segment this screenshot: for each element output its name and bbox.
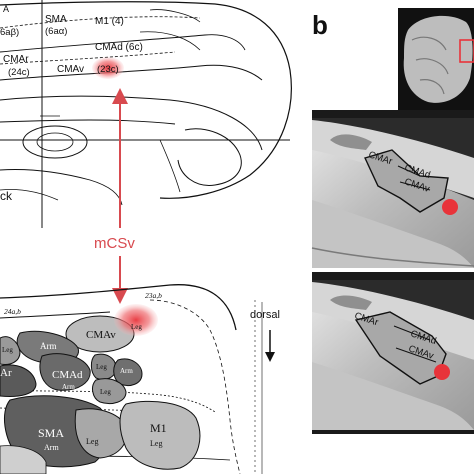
bottom-cmav-label: CMAv (86, 329, 116, 341)
m1-leg-label: Leg (150, 439, 162, 448)
arm-c-label: Arm (62, 383, 75, 391)
area-24ab-label: 24a,b (4, 307, 21, 316)
mcsv-label: mCSv (94, 235, 135, 252)
mcsv-arrow: mCSv (94, 88, 135, 304)
inset-brain (398, 8, 474, 110)
m1-label: M1 (4) (95, 16, 124, 27)
panel-b-letter: b (312, 10, 328, 40)
leg-c-label: Leg (100, 388, 111, 396)
bottom-m1-label: M1 (150, 421, 167, 435)
panel-a-top-labels: A 6aβ) SMA (6aα) M1 (4) CMAd (6c) CMAr (… (0, 4, 143, 203)
dorsal-indicator: dorsal (250, 309, 280, 362)
bottom-sma-label: SMA (38, 426, 64, 440)
partial-label: ck (0, 189, 13, 203)
dorsal-label: dorsal (250, 309, 280, 321)
panel-b-bottom-view (312, 272, 474, 434)
cmad-label: CMAd (6c) (95, 42, 143, 53)
leg-small-label: Leg (131, 323, 142, 331)
panel-a-top-brain (0, 0, 292, 228)
sma-arm-label: Arm (44, 443, 59, 452)
panel-a-bottom-labels: 23a,b 24a,b CMAv Leg Arm Leg Leg Arm Leg… (0, 291, 167, 452)
cmav-label: CMAv (57, 64, 84, 75)
bottom-cmad-label: CMAd (52, 369, 83, 381)
cmav-highlight-top (92, 57, 124, 79)
leg-a-label: Leg (2, 346, 13, 354)
sma-label: SMA (45, 14, 67, 25)
sma-leg-label: Leg (86, 437, 98, 446)
sma-area-label: (6aα) (45, 26, 67, 37)
corner-letter: A (3, 4, 9, 14)
panel-b-top-view (311, 110, 474, 268)
panel-a-bottom-map (0, 284, 263, 474)
cmav-area-label: (23c) (97, 64, 119, 75)
leg-b-label: Leg (96, 363, 107, 371)
cmar-label: CMAr (3, 54, 29, 65)
ar-partial-label: Ar (0, 367, 12, 379)
arm-b-label: Arm (120, 367, 133, 375)
arm-a-label: Arm (40, 341, 57, 351)
area-23ab-label: 23a,b (145, 291, 162, 300)
sab-label: 6aβ) (0, 27, 19, 38)
cmar-area-label: (24c) (8, 67, 30, 78)
